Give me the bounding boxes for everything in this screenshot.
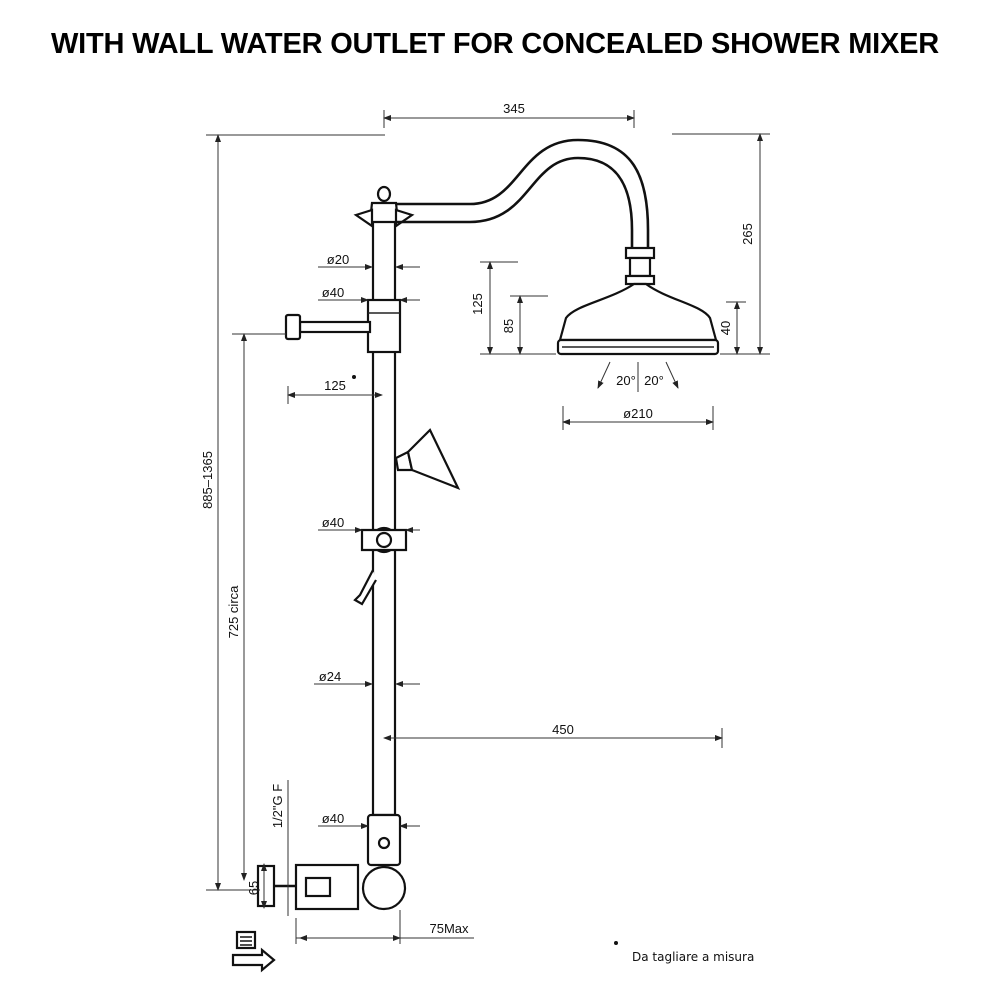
footnote: Da tagliare a misura [614, 941, 754, 964]
cut-mark-dot [352, 375, 356, 379]
dim-diam-40-mid: ø40 [322, 515, 344, 530]
angle-left: 20° [616, 373, 636, 388]
dim-bar-length: 725 circa [226, 585, 241, 639]
dim-450: 450 [552, 722, 574, 737]
shower-arm [396, 138, 656, 286]
dim-65: 65 [246, 881, 261, 895]
dim-diam-210: ø210 [623, 406, 653, 421]
dimension-lines [206, 110, 770, 944]
dim-diam-20: ø20 [327, 252, 349, 267]
diagram-title: WITH WALL WATER OUTLET FOR CONCEALED SHO… [50, 28, 940, 60]
shower-head [556, 282, 720, 356]
dim-265: 265 [740, 223, 755, 245]
dim-diam-40-top: ø40 [322, 285, 344, 300]
footnote-dot [614, 941, 618, 945]
dim-overall-height: 885–1365 [200, 451, 215, 509]
footnote-text: Da tagliare a misura [632, 950, 754, 964]
shower-column [231, 185, 461, 973]
dim-345: 345 [503, 101, 525, 116]
dim-125-horizontal: 125 [324, 378, 346, 393]
dim-thread: 1/2"G F [270, 784, 285, 828]
dim-diam-40-bottom: ø40 [322, 811, 344, 826]
dim-40: 40 [718, 321, 733, 335]
dim-diam-24: ø24 [319, 669, 341, 684]
dim-125-vertical: 125 [470, 293, 485, 315]
dim-75-max: 75Max [429, 921, 469, 936]
dimension-labels: 345 265 ø20 ø40 125 85 40 20° 20° ø210 1… [200, 101, 755, 936]
dim-85: 85 [501, 319, 516, 333]
angle-right: 20° [644, 373, 664, 388]
